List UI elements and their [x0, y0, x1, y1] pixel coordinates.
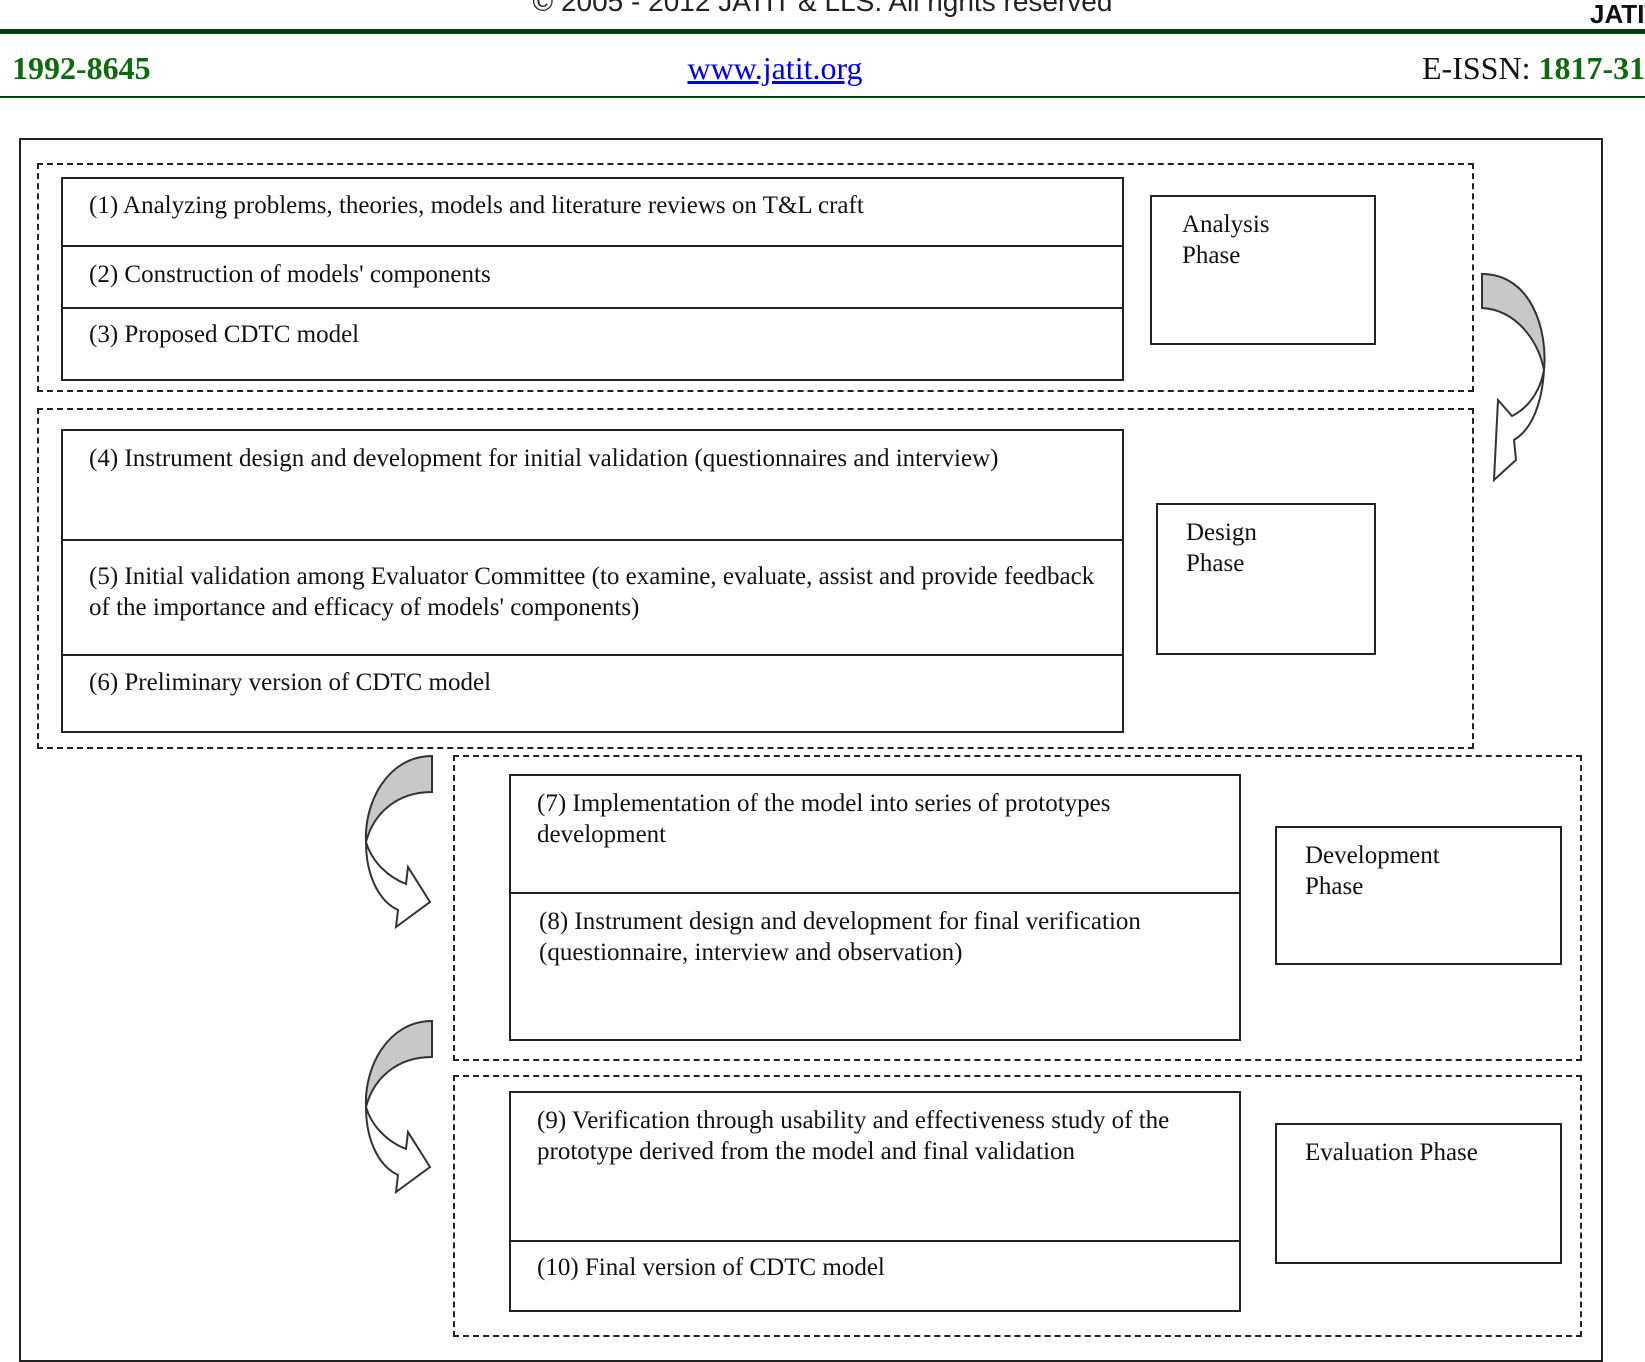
header-divider [0, 29, 1645, 34]
step-text: (8) Instrument design and development fo… [539, 908, 1141, 966]
evaluation-phase-group [453, 1075, 1582, 1337]
step-9: (9) Verification through usability and e… [511, 1093, 1239, 1240]
journal-url[interactable]: www.jatit.org [687, 50, 863, 86]
step-10: (10) Final version of CDTC model [511, 1240, 1239, 1312]
step-text: (7) Implementation of the model into ser… [537, 790, 1111, 848]
eissn-label: E-ISSN: [1422, 50, 1531, 86]
development-steps: (7) Implementation of the model into ser… [509, 774, 1241, 1041]
phase-title: Phase [1182, 242, 1241, 269]
step-6: (6) Preliminary version of CDTC model [63, 654, 1122, 733]
step-text: (6) Preliminary version of CDTC model [89, 669, 492, 696]
phase-title: Evaluation Phase [1305, 1139, 1478, 1166]
step-text: (2) Construction of models' components [89, 261, 491, 288]
header-bottom-divider [0, 96, 1645, 98]
curved-arrow-right-icon [1481, 272, 1546, 483]
step-8: (8) Instrument design and development fo… [511, 892, 1239, 1041]
phase-title: Analysis [1182, 211, 1270, 238]
phase-title: Phase [1186, 550, 1245, 577]
step-4: (4) Instrument design and development fo… [63, 431, 1122, 539]
analysis-phase-group [37, 163, 1474, 392]
step-text: (4) Instrument design and development fo… [89, 445, 999, 472]
journal-link[interactable]: www.jatit.org [0, 50, 1550, 87]
design-steps: (4) Instrument design and development fo… [61, 429, 1124, 733]
curved-arrow-left-icon [364, 1019, 433, 1195]
step-text: (1) Analyzing problems, theories, models… [89, 192, 864, 219]
step-5: (5) Initial validation among Evaluator C… [63, 539, 1122, 656]
step-text: (10) Final version of CDTC model [537, 1254, 885, 1281]
issn: 1992-8645 [12, 50, 151, 86]
evaluation-steps: (9) Verification through usability and e… [509, 1091, 1241, 1312]
evaluation-phase-label: Evaluation Phase [1275, 1123, 1562, 1264]
design-phase-group [37, 408, 1474, 749]
journal-logo: JATIT [1590, 0, 1645, 29]
development-phase-group [453, 755, 1582, 1061]
phase-title: Development [1305, 842, 1440, 869]
step-text: (9) Verification through usability and e… [537, 1107, 1170, 1165]
step-text: (3) Proposed CDTC model [89, 321, 360, 348]
step-text: (5) Initial validation among Evaluator C… [89, 563, 1095, 621]
step-3: (3) Proposed CDTC model [63, 307, 1122, 381]
curved-arrow-left-icon [364, 754, 433, 930]
step-1: (1) Analyzing problems, theories, models… [63, 179, 1122, 245]
phase-title: Design [1186, 519, 1257, 546]
eissn: E-ISSN: 1817-3195 [1422, 50, 1645, 87]
step-2: (2) Construction of models' components [63, 245, 1122, 309]
analysis-steps: (1) Analyzing problems, theories, models… [61, 177, 1124, 381]
phase-title: Phase [1305, 873, 1364, 900]
eissn-value: 1817-3195 [1538, 50, 1645, 86]
step-7: (7) Implementation of the model into ser… [511, 776, 1239, 892]
copyright-notice: © 2005 - 2012 JATIT & LLS. All rights re… [532, 0, 1113, 17]
